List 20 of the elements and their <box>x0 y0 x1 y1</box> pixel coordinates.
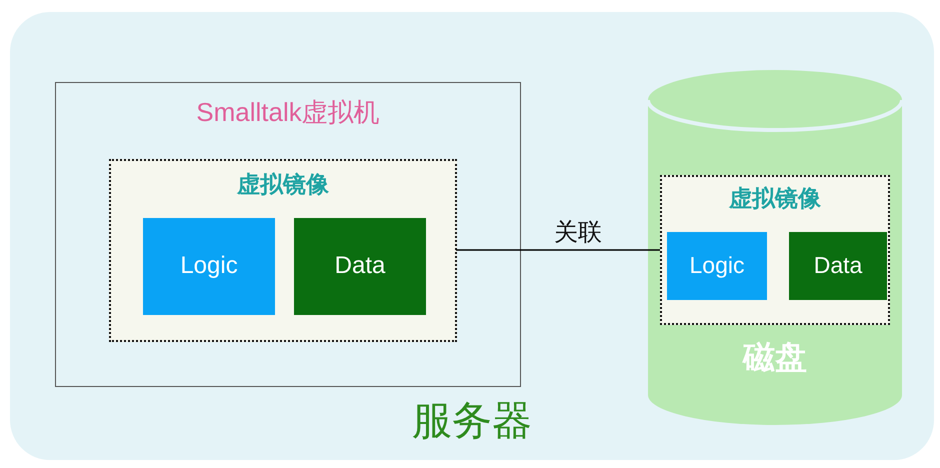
heading: 服务器 <box>412 398 532 445</box>
image-box <box>109 159 457 342</box>
logic-box <box>667 232 767 300</box>
logic-box <box>143 218 275 315</box>
box-label: Logic <box>179 252 239 281</box>
box-label: Logic <box>688 252 746 280</box>
vm-frame <box>55 82 521 387</box>
box-label: Data <box>334 252 386 281</box>
image-box <box>660 175 890 325</box>
connector-line <box>456 249 660 251</box>
heading: Smalltalk虚拟机 <box>196 97 380 128</box>
box-label: Data <box>812 252 864 280</box>
data-box <box>294 218 426 315</box>
edge-label: 关联 <box>554 218 602 247</box>
heading: 虚拟镜像 <box>729 185 821 213</box>
data-box <box>789 232 887 300</box>
disk-cylinder <box>648 70 902 425</box>
heading: 磁盘 <box>743 338 807 376</box>
server-panel <box>10 12 934 460</box>
heading: 虚拟镜像 <box>237 171 329 199</box>
